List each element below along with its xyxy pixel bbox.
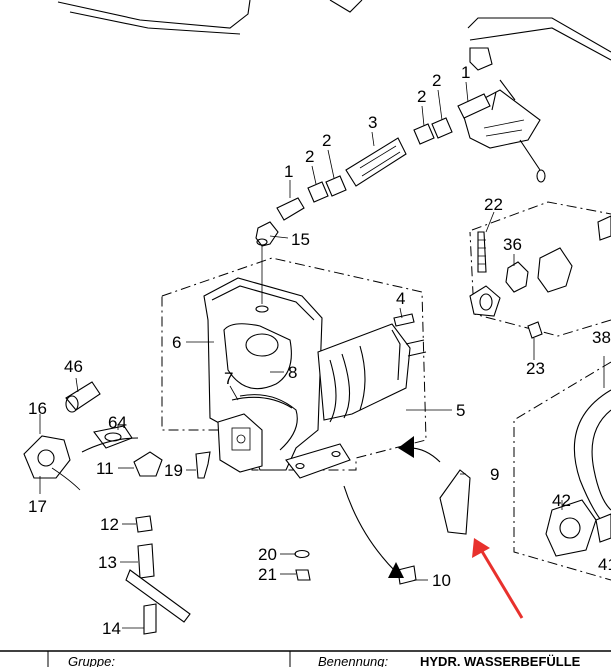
callout-5: 5	[456, 401, 465, 420]
callout-4: 4	[396, 289, 405, 308]
pointer-9	[439, 469, 471, 535]
callout-64: 64	[108, 413, 127, 432]
group-boundary-38	[513, 361, 611, 581]
callout-13: 13	[98, 553, 117, 572]
callout-23: 23	[526, 359, 545, 378]
assembly-arrows	[81, 436, 441, 578]
callout-1a: 1	[284, 162, 293, 181]
name-label: Benennung:	[318, 654, 389, 667]
callout-14: 14	[102, 619, 121, 638]
callout-3: 3	[368, 113, 377, 132]
frame-part-top	[57, 0, 363, 35]
callout-2c: 2	[417, 87, 426, 106]
callout-21: 21	[258, 565, 277, 584]
hose-parts	[276, 93, 491, 221]
callout-2d: 2	[432, 71, 441, 90]
callout-9: 9	[490, 465, 499, 484]
callout-7: 7	[224, 369, 233, 388]
key-4	[393, 313, 415, 327]
callout-17: 17	[28, 497, 47, 516]
name-value: HYDR. WASSERBEFÜLLE	[420, 654, 581, 667]
callout-numbers: 1 2 2 3 2 2 1 15 22 36 38 4 6 7 8 5 23 4…	[28, 63, 611, 638]
group-label: Gruppe:	[68, 654, 115, 667]
left-fittings	[23, 381, 133, 491]
callout-8: 8	[288, 363, 297, 382]
callout-16: 16	[28, 399, 47, 418]
base-plate	[285, 443, 351, 479]
leader-lines	[39, 81, 605, 629]
callout-46: 46	[64, 357, 83, 376]
small-hardware	[195, 451, 417, 585]
callout-41: 41	[598, 555, 611, 574]
callout-10: 10	[432, 571, 451, 590]
callout-11: 11	[96, 459, 114, 478]
group-boundary-22	[469, 201, 611, 337]
elbow-fitting-15	[255, 221, 279, 247]
title-block-header: Gruppe: Benennung: HYDR. WASSERBEFÜLLE	[0, 650, 611, 667]
cover-plate	[217, 413, 263, 473]
bracket-assembly	[461, 17, 611, 183]
motor-parts	[545, 389, 611, 557]
callout-2b: 2	[322, 131, 331, 150]
callout-20: 20	[258, 545, 277, 564]
callout-22: 22	[484, 195, 503, 214]
callout-42: 42	[552, 491, 571, 510]
callout-15: 15	[291, 230, 310, 249]
callout-2a: 2	[305, 147, 314, 166]
callout-19: 19	[164, 461, 183, 480]
valve-column	[125, 451, 191, 635]
callout-38: 38	[592, 328, 611, 347]
bearing-housing	[317, 323, 427, 423]
callout-12: 12	[100, 515, 119, 534]
callout-6: 6	[172, 333, 181, 352]
callout-36: 36	[503, 235, 522, 254]
callout-1b: 1	[461, 63, 470, 82]
coupling-parts	[469, 215, 611, 339]
red-arrow	[472, 538, 524, 619]
